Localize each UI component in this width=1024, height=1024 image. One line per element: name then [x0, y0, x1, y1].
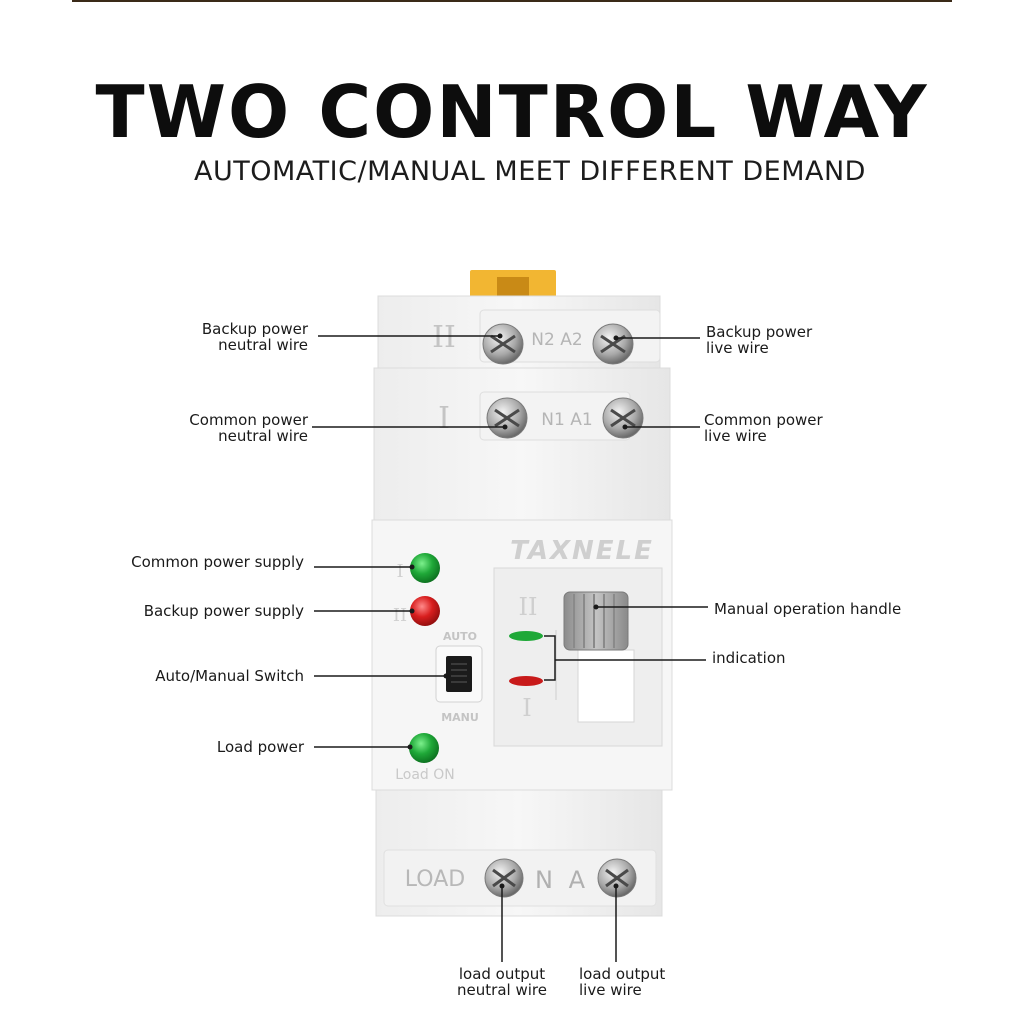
led-backup-roman: II: [393, 605, 407, 626]
handle-top-roman: II: [519, 593, 538, 621]
led-backup-supply-icon: [410, 596, 440, 626]
din-clip: [470, 270, 556, 300]
load-terminal-label: LOAD: [405, 867, 465, 892]
load-on-label: Load ON: [395, 767, 455, 783]
led-common-supply-icon: [410, 553, 440, 583]
terminal-top-label: N2 A2: [531, 330, 582, 350]
callout-backup-live: Backup power live wire: [706, 323, 813, 357]
screw-load-a-icon: [597, 858, 637, 898]
indicator-red-icon: [509, 676, 543, 686]
callout-common-neutral: Common power neutral wire: [189, 411, 308, 445]
callout-load-neutral: load output neutral wire: [457, 965, 547, 999]
callout-load-power: Load power: [216, 738, 304, 756]
screw-n1-icon: [486, 397, 528, 439]
terminal-block-i: [373, 367, 671, 521]
callout-manual-handle: Manual operation handle: [714, 600, 902, 618]
led-common-roman: I: [396, 561, 403, 582]
callout-lines: [312, 335, 708, 962]
auto-manual-switch[interactable]: [435, 645, 483, 703]
callout-backup-supply: Backup power supply: [143, 602, 304, 620]
screw-n2-icon: [482, 323, 524, 365]
brand-logo: TAXNELE: [510, 536, 654, 566]
terminal-top-roman: II: [432, 320, 456, 355]
load-terminal-na: N A: [535, 866, 589, 894]
callout-load-live: load output live wire: [579, 965, 666, 999]
callout-auto-manual: Auto/Manual Switch: [155, 667, 304, 685]
terminal-mid-roman: I: [438, 401, 450, 436]
screw-a2-icon: [592, 323, 634, 365]
page-subtitle: AUTOMATIC/MANUAL MEET DIFFERENT DEMAND: [194, 156, 866, 187]
led-load-power-icon: [409, 733, 439, 763]
callout-indication: indication: [712, 649, 786, 667]
callout-backup-neutral: Backup power neutral wire: [201, 320, 308, 354]
manual-operation-handle[interactable]: [563, 591, 629, 651]
callout-common-live: Common power live wire: [704, 411, 823, 445]
switch-auto-label: AUTO: [443, 630, 477, 643]
handle-bottom-roman: I: [522, 694, 531, 722]
page-title: TWO CONTROL WAY: [95, 70, 929, 154]
switch-manu-label: MANU: [441, 711, 479, 724]
screw-load-n-icon: [484, 858, 524, 898]
screw-a1-icon: [602, 397, 644, 439]
terminal-mid-label: N1 A1: [541, 410, 592, 430]
callout-common-supply: Common power supply: [131, 553, 304, 571]
top-divider-line: [72, 0, 952, 2]
indicator-green-icon: [509, 631, 543, 641]
